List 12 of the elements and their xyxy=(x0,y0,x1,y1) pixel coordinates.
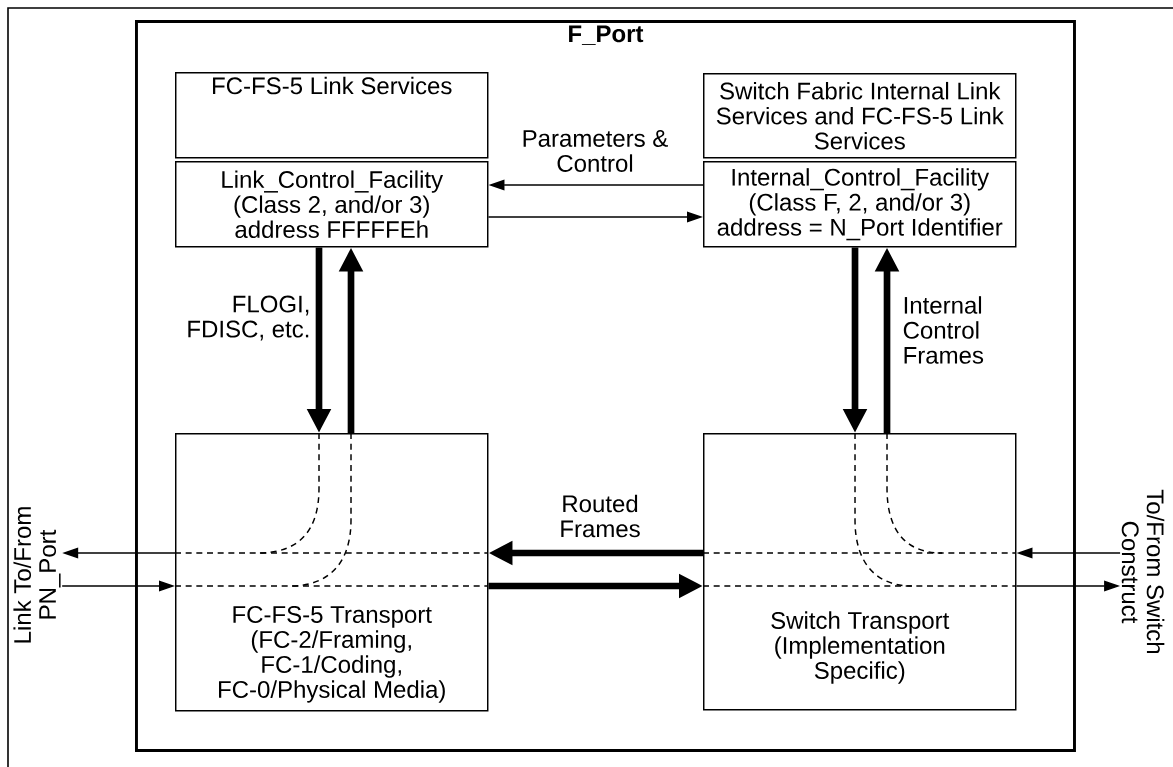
edge-label: Routed Frames xyxy=(561,494,640,538)
edge-label: FLOGI, FDISC, etc. xyxy=(188,295,309,341)
side-label: Link To/From PN_Port xyxy=(13,507,61,643)
function-box: Switch Fabric Internal Link Services and FC-FS-5 Link Services xyxy=(703,73,1017,159)
edge-label: Internal Control Frames xyxy=(903,296,984,364)
function-box: Switch Transport (Implementation Specific) xyxy=(703,433,1017,711)
function-box: FC-FS-5 Link Services xyxy=(175,72,489,159)
function-box: Link_Control_Facility (Class 2, and/or 3) address FFFFFEh xyxy=(175,161,489,248)
function-box: FC-FS-5 Transport (FC-2/Framing, FC-1/Coding, FC-0/Physical Media) xyxy=(175,433,489,712)
edge-label: Parameters & Control xyxy=(523,130,668,172)
side-label: To/From Switch Construct xyxy=(1121,489,1165,654)
function-box: Internal_Control_Facility (Class F, 2, and/or 3) address = N_Port Identifier xyxy=(703,161,1017,248)
